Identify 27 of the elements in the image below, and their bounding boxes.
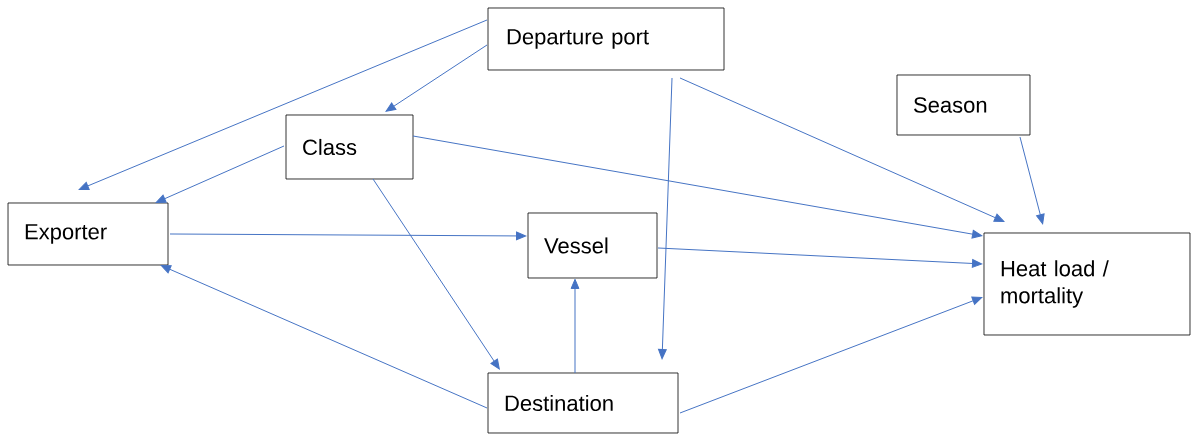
arrow xyxy=(679,77,1005,222)
text-box xyxy=(285,114,414,180)
node-label: Class xyxy=(303,138,357,156)
text-box xyxy=(487,7,725,71)
arrow xyxy=(679,296,983,414)
arrow xyxy=(412,135,983,239)
node-label: Exporter xyxy=(25,224,107,244)
node-label: Heat load / mortality xyxy=(1001,260,1109,308)
arrow xyxy=(372,178,500,370)
arrow xyxy=(385,44,488,112)
text-box xyxy=(527,212,658,279)
arrow xyxy=(160,265,488,409)
node-label: Vessel xyxy=(544,237,608,254)
arrow xyxy=(1019,136,1045,225)
arrow xyxy=(658,77,673,360)
node-label: Departure port xyxy=(507,29,649,49)
text-box xyxy=(487,372,679,434)
text-box xyxy=(896,74,1031,136)
arrow xyxy=(78,19,488,191)
arrow xyxy=(155,145,285,203)
arrow xyxy=(570,278,580,374)
text-box xyxy=(7,202,169,266)
node-label: Season xyxy=(914,97,987,113)
text-box xyxy=(983,232,1191,336)
node-label: Destination xyxy=(505,394,613,412)
arrow xyxy=(657,247,983,268)
arrow xyxy=(169,231,527,241)
